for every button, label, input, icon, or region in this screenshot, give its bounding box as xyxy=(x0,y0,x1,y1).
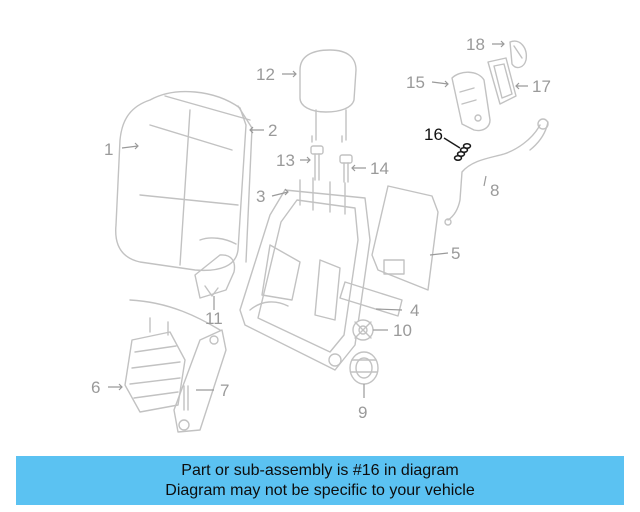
callout-6: 6 xyxy=(91,378,100,397)
lumbar-support xyxy=(339,281,403,317)
callout-3: 3 xyxy=(256,187,265,206)
callout-1: 1 xyxy=(104,140,113,159)
callout-14: 14 xyxy=(370,159,389,178)
banner-line-1: Part or sub-assembly is #16 in diagram xyxy=(181,462,459,479)
leader-lines xyxy=(108,40,528,398)
seat-back-frame xyxy=(239,177,371,371)
seat-back-cushion xyxy=(115,90,251,272)
callout-18: 18 xyxy=(466,35,485,54)
callout-5: 5 xyxy=(451,244,460,263)
handle-cap xyxy=(509,40,527,69)
callout-4: 4 xyxy=(410,301,419,320)
headrest-guide-13 xyxy=(310,145,324,181)
callout-11: 11 xyxy=(205,309,223,328)
side-bracket xyxy=(194,254,236,299)
callout-13: 13 xyxy=(276,151,295,170)
handle-cover xyxy=(487,57,517,105)
back-panel xyxy=(371,185,439,291)
leader-line-16 xyxy=(443,137,461,149)
adjuster-knob xyxy=(352,319,374,341)
callout-7: 7 xyxy=(220,381,229,400)
callout-10: 10 xyxy=(393,321,412,340)
headrest xyxy=(299,49,357,143)
seat-parts-diagram: 1 2 3 4 5 6 7 8 9 10 11 12 13 14 15 16 1… xyxy=(91,35,551,433)
release-cable xyxy=(444,118,549,226)
callout-17: 17 xyxy=(532,77,551,96)
banner-line-2: Diagram may not be specific to your vehi… xyxy=(165,482,475,499)
info-banner: Part or sub-assembly is #16 in diagram D… xyxy=(16,456,624,505)
side-plate xyxy=(173,329,227,433)
headrest-guide-14 xyxy=(339,154,353,183)
highlighted-part-16 xyxy=(453,143,472,161)
adjust-handle xyxy=(451,71,491,132)
callout-8: 8 xyxy=(490,181,499,200)
callout-15: 15 xyxy=(406,73,425,92)
callout-12: 12 xyxy=(256,65,275,84)
callout-16: 16 xyxy=(424,125,443,144)
recliner-knob xyxy=(349,351,379,385)
callout-2: 2 xyxy=(268,121,277,140)
callout-9: 9 xyxy=(358,403,367,422)
side-trim xyxy=(124,299,221,413)
